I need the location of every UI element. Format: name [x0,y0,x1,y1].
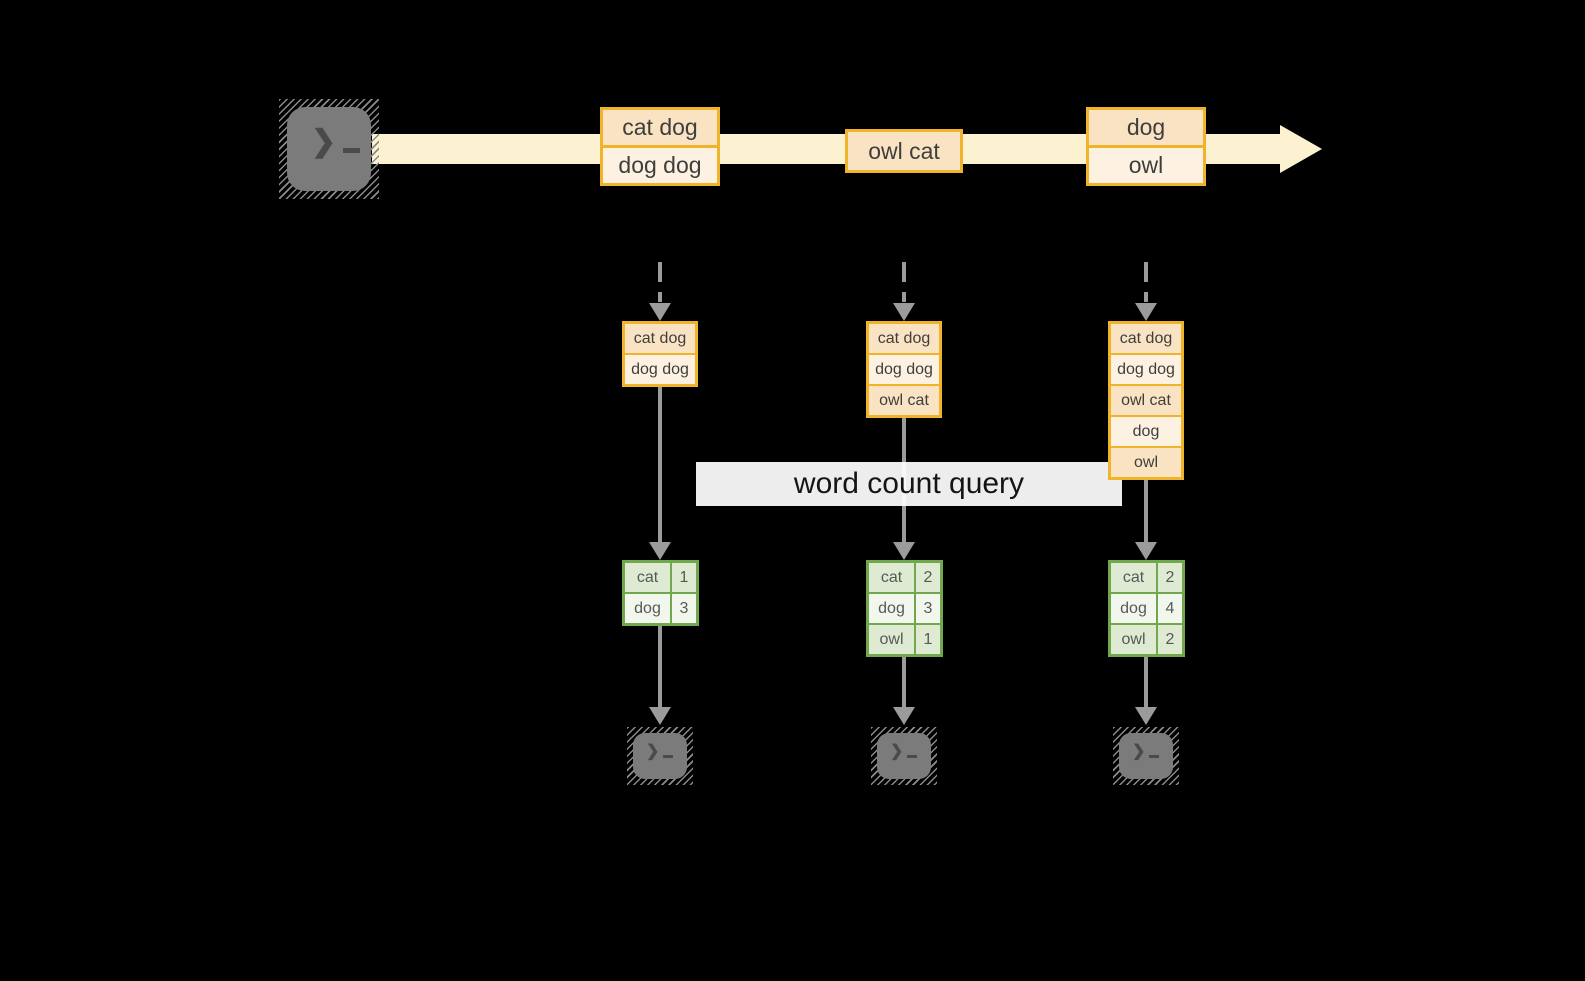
stream-batch-2: owl cat [845,129,963,173]
arrow-head [893,707,915,725]
count-value: 2 [916,563,940,592]
source-terminal-icon: ❯ [279,99,379,199]
count-value: 2 [1158,625,1182,654]
state-line: cat dog [625,324,695,353]
terminal-prompt-icon: ❯ [646,743,674,760]
query-label-band: word count query [696,462,1122,506]
batch-line: dog [1089,110,1203,145]
arrow-line [658,626,662,707]
chevron-icon: ❯ [890,743,904,760]
sink-terminal-icon-2: ❯ [871,727,937,785]
chevron-icon: ❯ [1132,743,1146,760]
state-line: cat dog [1111,324,1181,353]
count-word: cat [869,563,914,592]
count-word: dog [625,594,670,623]
arrow-line [658,387,662,542]
state-line: owl cat [1111,386,1181,415]
chevron-icon: ❯ [311,125,337,158]
dashed-arrow-head [649,303,671,321]
batch-line: owl [1089,148,1203,183]
terminal-prompt-icon: ❯ [1132,743,1160,760]
chevron-icon: ❯ [646,743,660,760]
stream-batch-3: dog owl [1086,107,1206,186]
arrow-head [1135,707,1157,725]
stream-batch-1: cat dog dog dog [600,107,720,186]
terminal-icon: ❯ [877,733,931,779]
count-value: 4 [1158,594,1182,623]
arrow-head [649,542,671,560]
state-line: dog dog [869,355,939,384]
terminal-icon: ❯ [287,107,371,191]
state-line: cat dog [869,324,939,353]
count-value: 3 [916,594,940,623]
count-value: 3 [672,594,696,623]
count-table-3: cat 2 dog 4 owl 2 [1108,560,1185,657]
state-box-3: cat dog dog dog owl cat dog owl [1108,321,1184,480]
arrow-head [893,542,915,560]
arrow-line [1144,657,1148,707]
count-word: owl [869,625,914,654]
terminal-prompt-icon: ❯ [890,743,918,760]
state-line: owl cat [869,386,939,415]
count-word: owl [1111,625,1156,654]
query-label: word count query [793,467,1025,500]
terminal-prompt-icon: ❯ [311,125,361,158]
underscore-icon [343,148,361,153]
stream-arrow-head [1280,125,1322,173]
dashed-arrow-head [893,303,915,321]
batch-line: dog dog [603,148,717,183]
dashed-arrow-head [1135,303,1157,321]
count-table-1: cat 1 dog 3 [622,560,699,626]
count-word: dog [1111,594,1156,623]
arrow-head [1135,542,1157,560]
terminal-icon: ❯ [633,733,687,779]
batch-line: cat dog [603,110,717,145]
dashed-arrow-line [658,262,662,302]
sink-terminal-icon-1: ❯ [627,727,693,785]
terminal-icon: ❯ [1119,733,1173,779]
batch-line: owl cat [848,132,960,170]
count-value: 1 [672,563,696,592]
underscore-icon [663,755,674,758]
arrow-line [902,657,906,707]
count-word: dog [869,594,914,623]
count-word: cat [1111,563,1156,592]
sink-terminal-icon-3: ❯ [1113,727,1179,785]
state-line: owl [1111,448,1181,477]
count-table-2: cat 2 dog 3 owl 1 [866,560,943,657]
state-line: dog dog [625,355,695,384]
underscore-icon [1149,755,1160,758]
state-line: dog dog [1111,355,1181,384]
dashed-arrow-line [902,262,906,302]
dashed-arrow-line [1144,262,1148,302]
state-box-2: cat dog dog dog owl cat [866,321,942,418]
state-box-1: cat dog dog dog [622,321,698,387]
count-word: cat [625,563,670,592]
underscore-icon [907,755,918,758]
arrow-head [649,707,671,725]
arrow-line [1144,480,1148,542]
count-value: 1 [916,625,940,654]
state-line: dog [1111,417,1181,446]
count-value: 2 [1158,563,1182,592]
